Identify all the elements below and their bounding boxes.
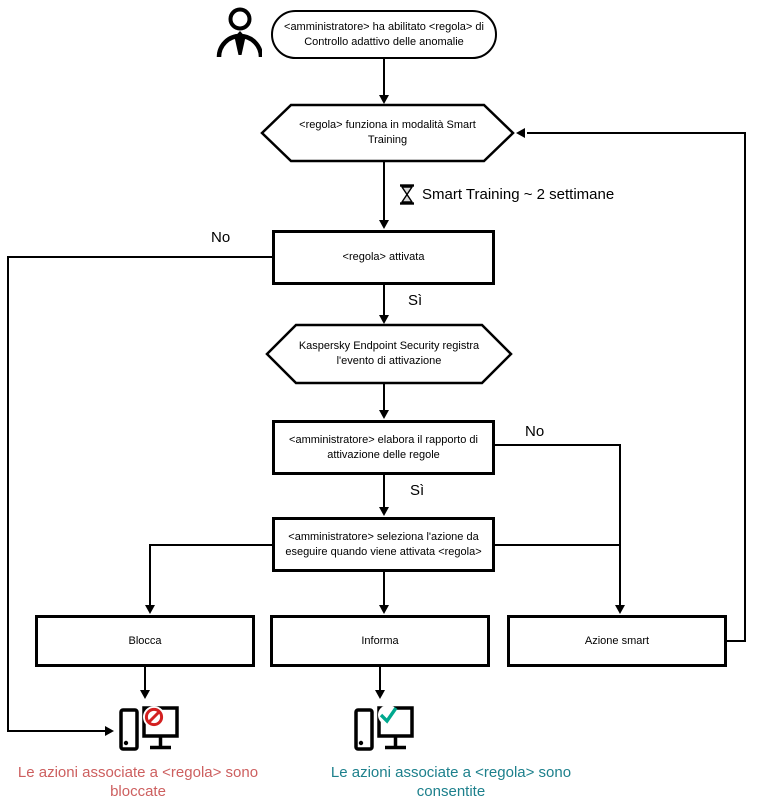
checkmark-icon — [378, 705, 398, 725]
node-admin-processes-report: <amministratore> elabora il rapporto di … — [272, 420, 495, 475]
person-icon — [216, 7, 262, 58]
computer-blocked-icon — [119, 706, 179, 751]
arrowhead — [375, 690, 385, 699]
node-block: Blocca — [35, 615, 255, 667]
node-smart-training-label: <regola> funziona in modalità Smart Trai… — [299, 119, 476, 146]
edge-label-no-left: No — [211, 229, 231, 246]
node-admin-selects-label: <amministratore> seleziona l'azione da e… — [285, 530, 482, 558]
arrowhead — [105, 726, 114, 736]
node-block-label: Blocca — [128, 634, 162, 647]
node-start-label: <amministratore> ha abilitato <regola> d… — [284, 20, 484, 48]
node-smart-training-mode: <regola> funziona in modalità Smart Trai… — [262, 105, 513, 161]
edge-label-yes-2: Sì — [410, 482, 425, 499]
arrowhead — [379, 95, 389, 104]
arrowhead — [379, 507, 389, 516]
arrowhead — [379, 605, 389, 614]
node-start: <amministratore> ha abilitato <regola> d… — [271, 10, 497, 59]
edge-label-no-right: No — [525, 423, 545, 440]
allowed-result-text: Le azioni associate a <regola> sono cons… — [330, 764, 572, 801]
connector-select-to-block — [149, 544, 272, 606]
node-kes-logs-event: Kaspersky Endpoint Security registra l'e… — [267, 325, 511, 383]
arrowhead — [145, 605, 155, 614]
connector-no-left-loop — [7, 256, 272, 732]
arrowhead — [516, 128, 525, 138]
arrowhead — [379, 410, 389, 419]
computer-allowed-icon — [354, 705, 414, 751]
node-inform: Informa — [270, 615, 490, 667]
connector-feedback-loop — [527, 132, 746, 642]
training-duration-label: Smart Training ~ 2 settimane — [422, 186, 615, 203]
blocked-result-text: Le azioni associate a <regola> sono bloc… — [17, 764, 259, 801]
node-smart-action: Azione smart — [507, 615, 727, 667]
arrowhead — [615, 605, 625, 614]
connector-no-right-to-smart-action — [495, 444, 621, 606]
hourglass-icon — [400, 184, 414, 205]
log-event-hexagon-shape — [265, 323, 513, 385]
arrowhead — [140, 690, 150, 699]
prohibition-icon — [143, 706, 165, 728]
node-rule-triggered-label: <regola> attivata — [342, 251, 425, 264]
node-rule-triggered: <regola> attivata — [272, 230, 495, 285]
node-admin-report-label: <amministratore> elabora il rapporto di … — [289, 433, 478, 461]
edge-label-yes-1: Sì — [408, 292, 423, 309]
node-inform-label: Informa — [361, 634, 399, 647]
arrowhead — [379, 220, 389, 229]
node-kes-logs-label: Kaspersky Endpoint Security registra l'e… — [298, 340, 480, 367]
node-admin-selects-action: <amministratore> seleziona l'azione da e… — [272, 517, 495, 572]
node-smart-action-label: Azione smart — [584, 634, 650, 647]
arrowhead — [379, 315, 389, 324]
smart-training-hexagon-shape — [260, 103, 515, 163]
